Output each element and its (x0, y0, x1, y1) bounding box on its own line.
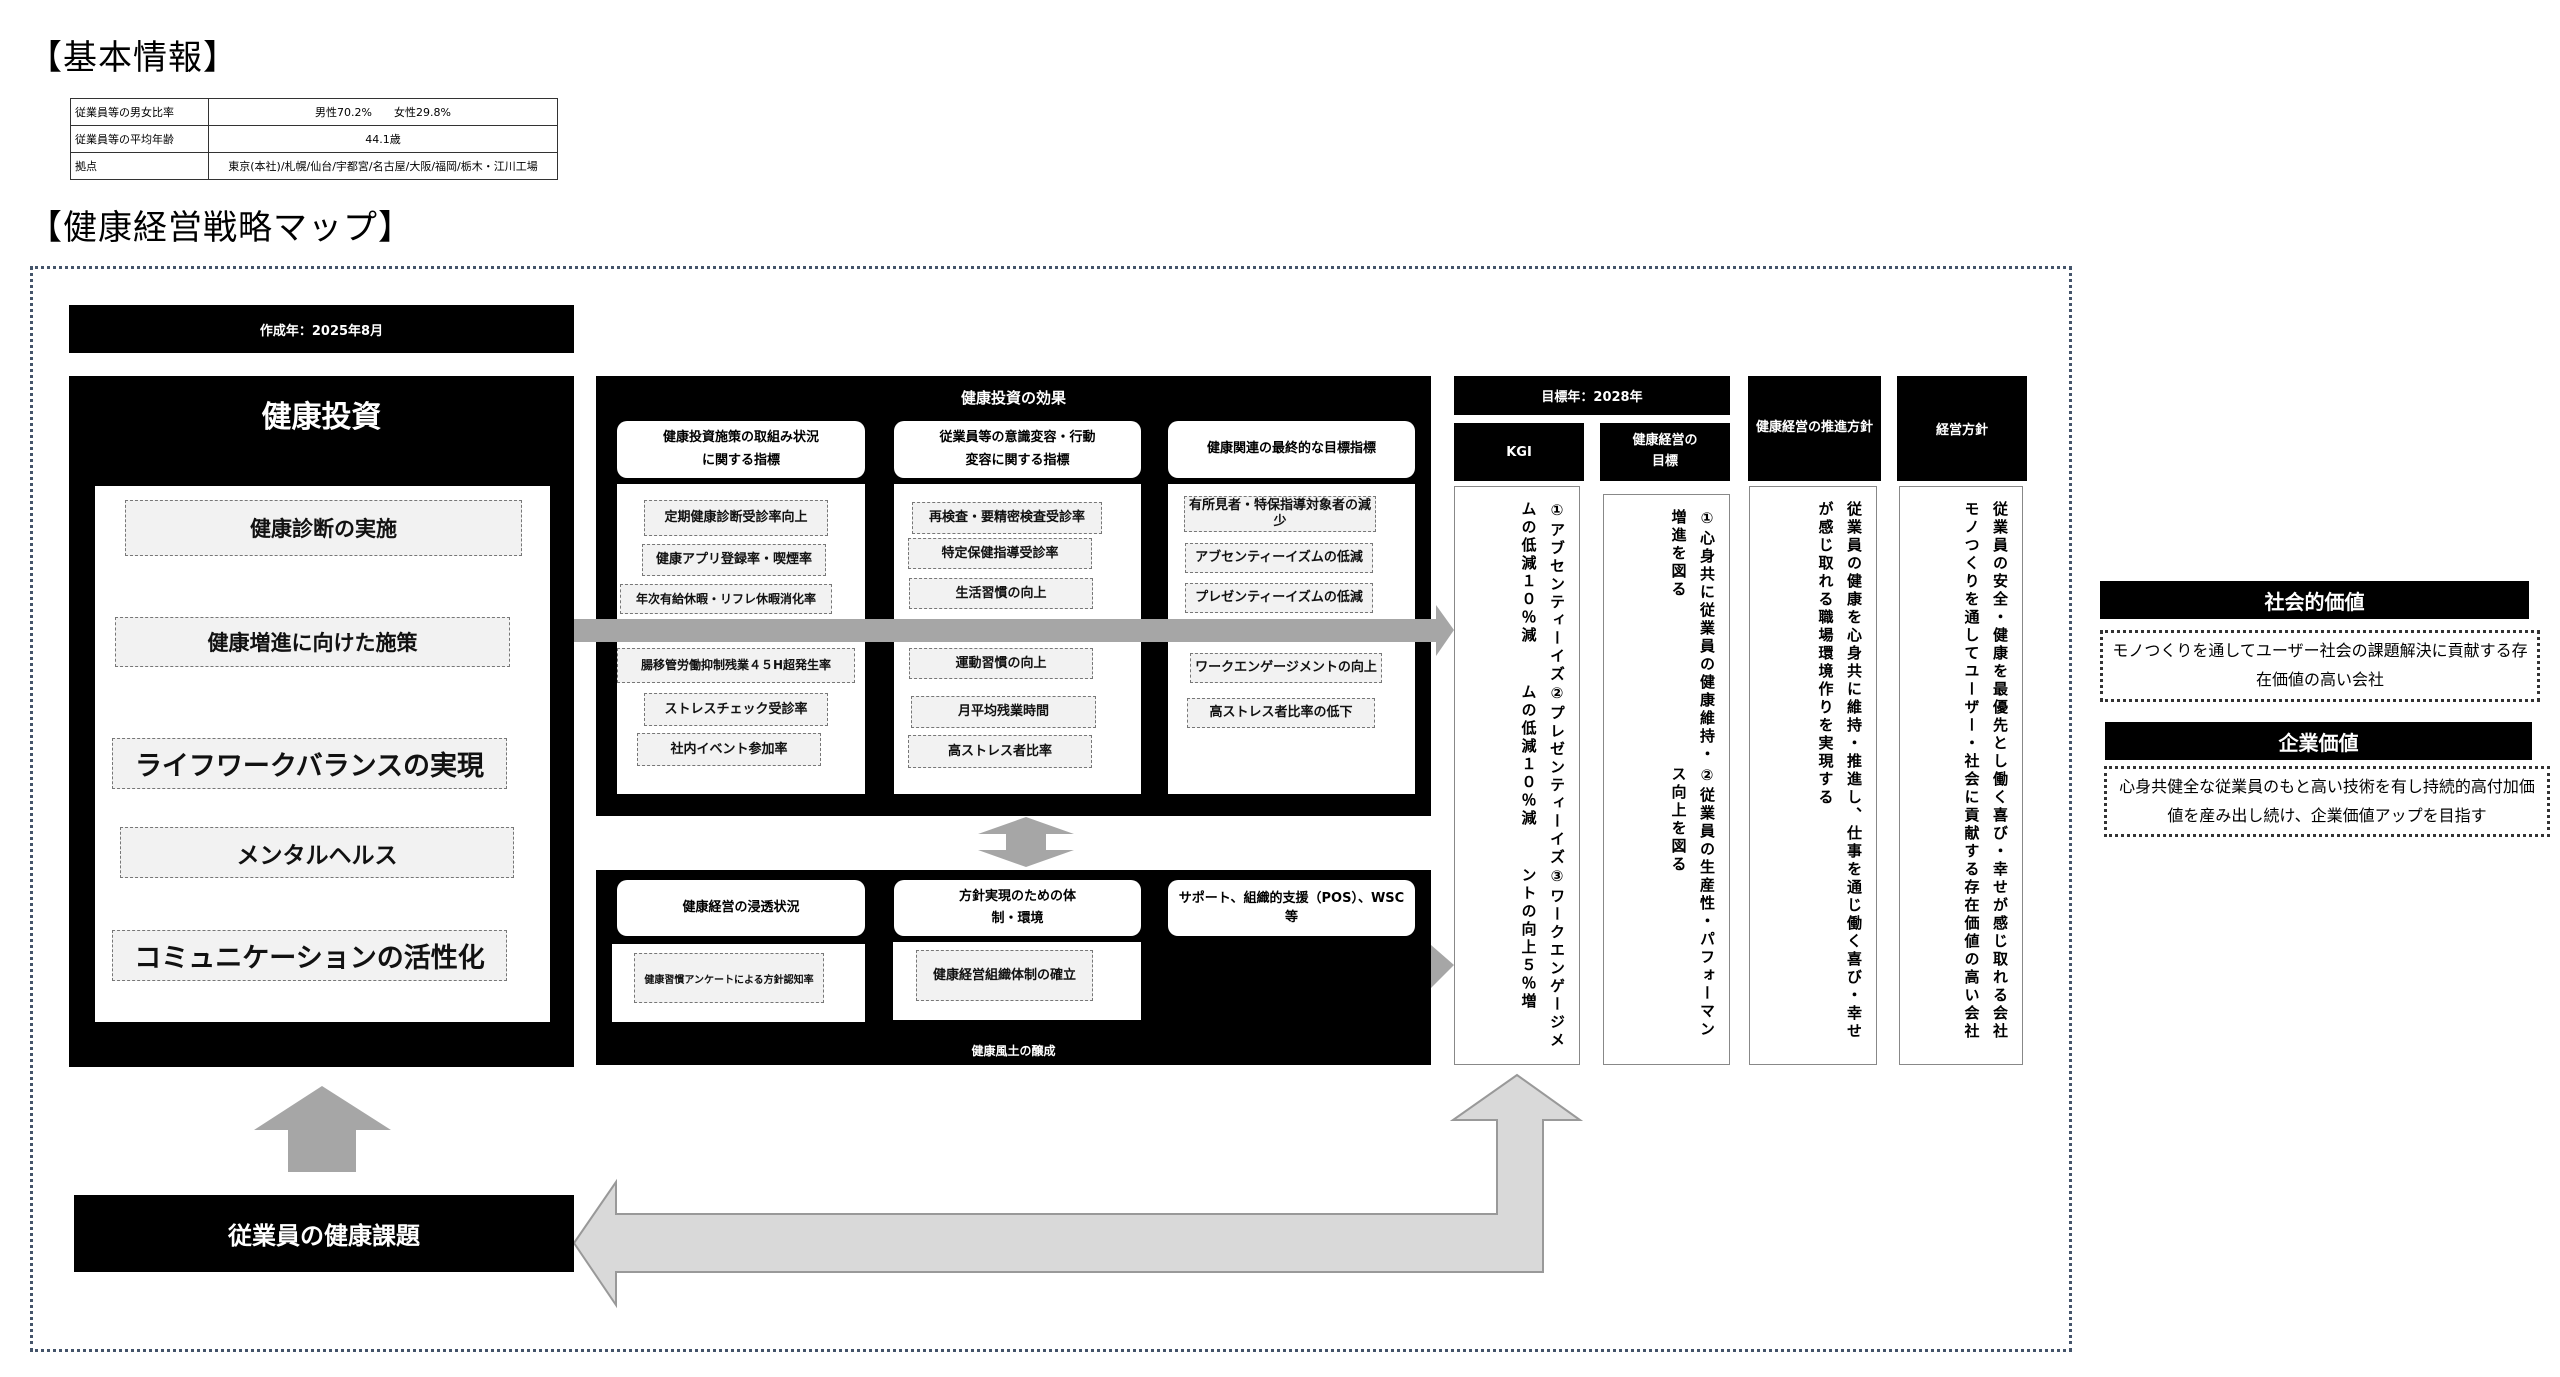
arrow-right-bottom (1431, 945, 1454, 988)
effects-item: 有所見者・特保指導対象者の減少 (1184, 496, 1376, 532)
goal-body: ①心身共に従業員の健康維持・増進を図る ②従業員の生産性・パフォーマンス向上を図… (1603, 494, 1730, 1065)
investment-item: 健康診断の実施 (125, 500, 522, 556)
effects-item: 特定保健指導受診率 (908, 538, 1092, 569)
effects-item: アブセンティーイズムの低減 (1185, 543, 1373, 573)
culture-col-header: 方針実現のための体制・環境 (894, 880, 1141, 936)
culture-col-header: 健康経営の浸透状況 (617, 880, 865, 936)
investment-item: コミュニケーションの活性化 (112, 930, 507, 981)
culture-col-header: サポート、組織的支援（POS）、WSC等 (1168, 880, 1415, 936)
culture-footer: 健康風土の醸成 (971, 1043, 1056, 1058)
policy-header: 健康経営の推進方針 (1748, 376, 1881, 481)
effects-item: 社内イベント参加率 (637, 733, 821, 766)
effects-item: ストレスチェック受診率 (644, 693, 828, 726)
effects-item: 年次有給休暇・リフレ休暇消化率 (620, 584, 832, 614)
management-item: モノつくりを通してユーザー・社会に貢献する存在価値の高い会社 (1962, 501, 1981, 1041)
culture-item: 健康習慣アンケートによる方針認知率 (634, 953, 824, 1003)
corporate-value-text: 心身共健全な従業員のもと高い技術を有し持続的高付加価値を産み出し続け、企業価値ア… (2104, 766, 2550, 837)
management-item: 従業員の安全・健康を最優先とし働く喜び・幸せが感じ取れる会社 (1991, 501, 2009, 1041)
row-label: 従業員等の平均年齢 (70, 125, 209, 153)
kgi-item: ②プレゼンティーイズムの低減１０％減 (1519, 684, 1567, 867)
effects-item: 高ストレス者比率の低下 (1187, 698, 1375, 728)
management-header: 経営方針 (1897, 376, 2027, 481)
effects-title: 健康投資の効果 (960, 388, 1066, 407)
kgi-item: ①アブセンティーイズムの低減１０％減 (1519, 501, 1567, 684)
investment-item: ライフワークバランスの実現 (112, 738, 507, 789)
goal-item: ①心身共に従業員の健康維持・増進を図る (1669, 509, 1717, 764)
row-label: 拠点 (70, 152, 209, 180)
social-value-text: モノつくりを通してユーザー社会の課題解決に貢献する存在価値の高い会社 (2100, 630, 2540, 702)
effects-item: 月平均残業時間 (911, 696, 1096, 728)
investment-item: 健康増進に向けた施策 (115, 617, 510, 667)
effects-item: 定期健康診断受診率向上 (644, 500, 828, 536)
kgi-body: ①アブセンティーイズムの低減１０％減 ②プレゼンティーイズムの低減１０％減 ③ワ… (1454, 486, 1580, 1065)
effects-item: 生活習慣の向上 (909, 578, 1093, 609)
management-body: 従業員の安全・健康を最優先とし働く喜び・幸せが感じ取れる会社 モノつくりを通して… (1899, 486, 2023, 1065)
row-label: 従業員等の男女比率 (70, 98, 209, 126)
effects-item: 腸移管労働抑制残業４５H超発生率 (617, 648, 855, 683)
double-arrow-vertical (978, 817, 1074, 867)
effects-col-header: 従業員等の意識変容・行動変容に関する指標 (894, 421, 1141, 478)
arrow-shaft (574, 619, 1436, 642)
effects-item: プレゼンティーイズムの低減 (1185, 583, 1373, 613)
effects-col-header: 健康投資施策の取組み状況に関する指標 (617, 421, 865, 478)
social-value-title: 社会的価値 (2100, 581, 2529, 619)
table-row: 従業員等の男女比率男性70.2% 女性29.8% (70, 98, 558, 126)
kgi-item: ③ワークエンゲージメントの向上５％増 (1519, 867, 1567, 1050)
policy-body: 従業員の健康を心身共に維持・推進し、仕事を通じ働く喜び・幸せが感じ取れる職場環境… (1749, 486, 1877, 1065)
investment-item: メンタルヘルス (120, 827, 514, 878)
table-row: 拠点東京(本社)/札幌/仙台/宇都宮/名古屋/大阪/福岡/栃木・江川工場 (70, 152, 558, 180)
effects-item: 再検査・要精密検査受診率 (912, 502, 1102, 534)
effects-col-header: 健康関連の最終的な目標指標 (1168, 421, 1415, 478)
basic-info-title: 【基本情報】 (28, 38, 238, 78)
arrow-feedback (572, 1073, 1584, 1309)
goal-header: 健康経営の目標 (1600, 423, 1730, 481)
map-title: 【健康経営戦略マップ】 (28, 208, 413, 248)
policy-text: 従業員の健康を心身共に維持・推進し、仕事を通じ働く喜び・幸せが感じ取れる職場環境… (1816, 501, 1864, 1041)
target-year-bar: 目標年：2028年 (1454, 376, 1730, 415)
investment-title: 健康投資 (261, 400, 382, 435)
map-frame (30, 266, 2072, 1352)
kgi-header: KGI (1454, 423, 1584, 481)
goal-item: ②従業員の生産性・パフォーマンス向上を図る (1669, 766, 1717, 1040)
effects-item: 健康アプリ登録率・喫煙率 (642, 544, 826, 576)
row-value: 東京(本社)/札幌/仙台/宇都宮/名古屋/大阪/福岡/栃木・江川工場 (208, 152, 558, 180)
culture-item: 健康経営組織体制の確立 (916, 950, 1093, 1001)
arrow-up (254, 1086, 391, 1172)
effects-item: 運動習慣の向上 (909, 648, 1093, 679)
employee-health-issue: 従業員の健康課題 (74, 1195, 574, 1272)
effects-item: ワークエンゲージメントの向上 (1190, 653, 1382, 683)
corporate-value-title: 企業価値 (2105, 722, 2532, 760)
effects-item: 高ストレス者比率 (908, 735, 1092, 768)
created-date-bar: 作成年：2025年8月 (69, 305, 574, 353)
